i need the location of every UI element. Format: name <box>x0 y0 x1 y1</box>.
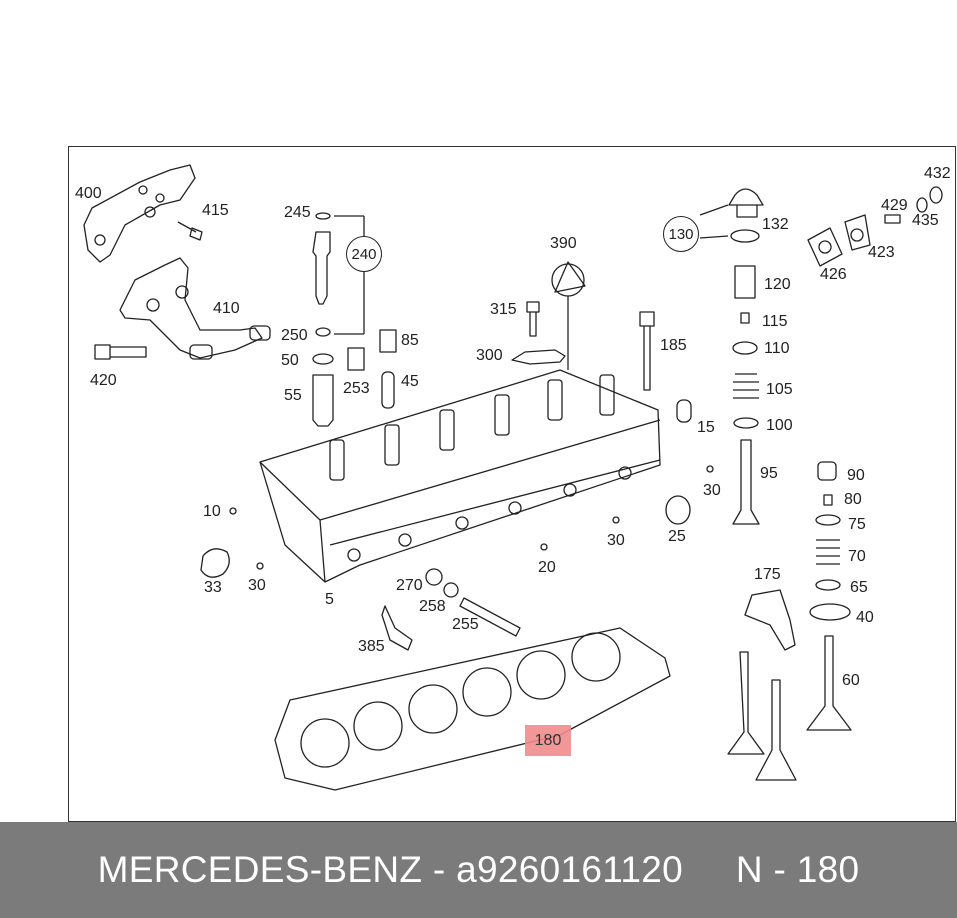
label-75: 75 <box>848 516 866 533</box>
footer-bar: MERCEDES-BENZ - a9260161120 N - 180 <box>0 822 957 918</box>
label-240: 240 <box>346 236 382 272</box>
footer-separator: - <box>432 849 446 890</box>
label-33: 33 <box>204 579 222 596</box>
label-20: 20 <box>538 559 556 576</box>
label-10: 10 <box>203 503 221 520</box>
label-95: 95 <box>760 465 778 482</box>
footer-part-number: a9260161120 <box>456 849 683 890</box>
label-30-right: 30 <box>703 482 721 499</box>
cap-132-drawing <box>728 188 764 218</box>
label-115: 115 <box>762 313 788 330</box>
label-423: 423 <box>868 244 895 261</box>
label-420: 420 <box>90 372 117 389</box>
cylinder-head-drawing <box>259 369 661 583</box>
part-390-drawing <box>554 261 586 293</box>
bracket-400-drawing <box>83 164 196 263</box>
valve-60-drawing <box>806 635 852 731</box>
highlighted-part-180: 180 <box>525 725 571 756</box>
label-100: 100 <box>766 417 793 434</box>
injector-drawing <box>312 231 331 305</box>
label-130: 130 <box>663 216 699 252</box>
label-385: 385 <box>358 638 385 655</box>
label-435: 435 <box>912 212 939 229</box>
label-429: 429 <box>881 197 908 214</box>
gasket-180-drawing <box>274 627 671 791</box>
label-110: 110 <box>764 340 790 357</box>
label-80: 80 <box>844 491 862 508</box>
label-390: 390 <box>550 235 577 252</box>
diagram-frame <box>68 146 956 822</box>
label-50: 50 <box>281 352 299 369</box>
label-258: 258 <box>419 598 446 615</box>
label-410: 410 <box>213 300 240 317</box>
label-55: 55 <box>284 387 302 404</box>
label-105: 105 <box>766 381 793 398</box>
pipe-385-drawing <box>381 605 413 651</box>
label-270: 270 <box>396 577 423 594</box>
label-45: 45 <box>401 373 419 390</box>
label-250: 250 <box>281 327 308 344</box>
label-90: 90 <box>847 467 865 484</box>
footer-position: N - 180 <box>735 849 860 890</box>
label-30-left: 30 <box>248 577 266 594</box>
bolt-420-drawing <box>94 344 147 360</box>
label-415: 415 <box>202 202 229 219</box>
label-132: 132 <box>762 216 789 233</box>
label-400: 400 <box>75 185 102 202</box>
label-185: 185 <box>660 337 687 354</box>
label-300: 300 <box>476 347 503 364</box>
bracket-410-drawing <box>119 257 263 359</box>
footer-brand: MERCEDES-BENZ <box>97 849 423 890</box>
label-30-middle: 30 <box>607 532 625 549</box>
footer-caption: MERCEDES-BENZ - a9260161120 N - 180 <box>98 849 860 891</box>
label-15: 15 <box>697 419 715 436</box>
label-5: 5 <box>325 591 334 608</box>
label-432: 432 <box>924 165 951 182</box>
label-175: 175 <box>754 566 781 583</box>
bolt-415-drawing <box>177 221 203 241</box>
label-70: 70 <box>848 548 866 565</box>
label-40: 40 <box>856 609 874 626</box>
label-426: 426 <box>820 266 847 283</box>
label-85: 85 <box>401 332 419 349</box>
label-60: 60 <box>842 672 860 689</box>
label-255: 255 <box>452 616 479 633</box>
label-25: 25 <box>668 528 686 545</box>
label-65: 65 <box>850 579 868 596</box>
label-253: 253 <box>343 380 370 397</box>
rocker-175-drawing <box>744 589 796 651</box>
label-120: 120 <box>764 276 791 293</box>
label-315: 315 <box>490 301 517 318</box>
label-245: 245 <box>284 204 311 221</box>
